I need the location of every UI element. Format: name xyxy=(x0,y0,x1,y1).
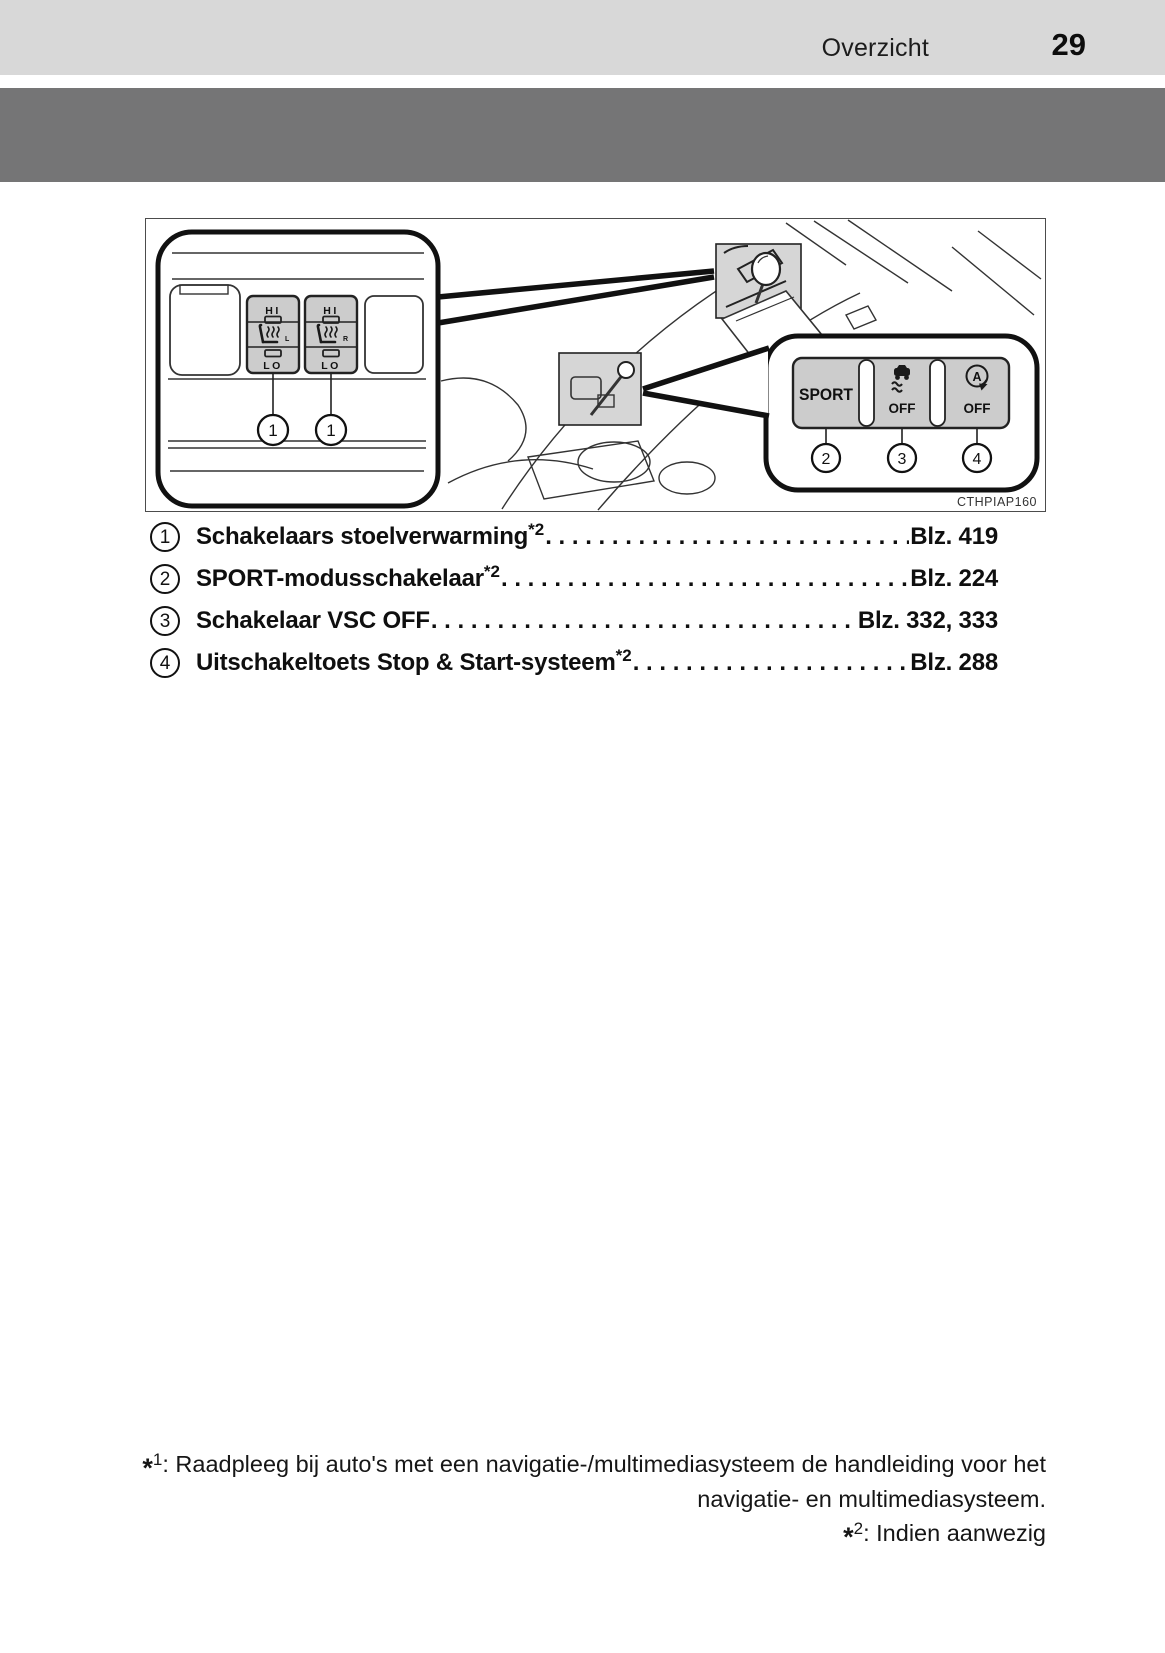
dot-leader: . . . . . . . . . . . . . . . . . . . . … xyxy=(632,649,910,676)
button-strip xyxy=(791,356,1011,430)
item-page-ref: Blz. 419 xyxy=(910,523,998,550)
item-label: SPORT-modusschakelaar*2 xyxy=(196,562,500,593)
seat-right-sub: R xyxy=(343,336,348,343)
header-band xyxy=(0,0,1165,75)
seat-left-sub: L xyxy=(285,336,290,343)
item-label: Schakelaar VSC OFF xyxy=(196,607,430,635)
lo-label: LO xyxy=(263,360,283,372)
item-label-text: Uitschakeltoets Stop & Start-systeem xyxy=(196,649,616,676)
item-number-badge: 4 xyxy=(150,648,180,678)
list-item: 4 Uitschakeltoets Stop & Start-systeem*2… xyxy=(150,642,998,684)
callout-4: 4 xyxy=(973,451,982,468)
stop-start-off-label: OFF xyxy=(964,401,991,416)
callout-1-right: 1 xyxy=(326,421,335,440)
item-label-text: Schakelaars stoelverwarming xyxy=(196,523,529,550)
hi-label: HI xyxy=(323,305,339,317)
dot-leader: . . . . . . . . . . . . . . . . . . . . … xyxy=(430,607,857,634)
list-item: 3 Schakelaar VSC OFF . . . . . . . . . .… xyxy=(150,600,998,642)
asterisk-marker: * xyxy=(843,1522,854,1552)
seat-heater-switch-left: HI L LO xyxy=(245,294,301,375)
footnotes: *1: Raadpleeg bij auto's met een navigat… xyxy=(128,1447,1046,1552)
sport-button-label: SPORT xyxy=(799,386,853,404)
overview-list: 1 Schakelaars stoelverwarming*2 . . . . … xyxy=(150,516,998,684)
footnote-2: *2: Indien aanwezig xyxy=(128,1516,1046,1552)
item-superscript: *2 xyxy=(483,562,500,581)
stop-start-off-button: A OFF xyxy=(964,364,991,416)
button-separator xyxy=(858,359,875,427)
callout-1-left: 1 xyxy=(268,421,277,440)
item-label: Schakelaars stoelverwarming*2 xyxy=(196,520,545,551)
item-superscript: *2 xyxy=(528,520,545,539)
item-number-badge: 1 xyxy=(150,522,180,552)
item-number-badge: 2 xyxy=(150,564,180,594)
footnote-text: : Raadpleeg bij auto's met een navigatie… xyxy=(162,1451,1046,1477)
a-circle-arrow-icon: A xyxy=(965,364,989,391)
seat-heater-switch-right: HI R LO xyxy=(303,294,359,375)
chapter-band xyxy=(0,88,1165,182)
callout-2: 2 xyxy=(822,451,831,468)
hi-label: HI xyxy=(265,305,281,317)
section-title: Overzicht xyxy=(821,34,929,62)
console-figure: HI L LO HI R LO 1 1 xyxy=(145,218,1046,512)
item-superscript: *2 xyxy=(615,646,632,665)
pointer-wedge-upper xyxy=(437,268,715,326)
page-number: 29 xyxy=(1051,27,1086,62)
callout-3: 3 xyxy=(898,451,907,468)
lo-label: LO xyxy=(321,360,341,372)
vsc-off-button: OFF xyxy=(889,365,916,416)
footnote-text: navigatie- en multimediasysteem. xyxy=(697,1486,1046,1512)
button-separator xyxy=(929,359,946,427)
item-number-badge: 3 xyxy=(150,606,180,636)
item-page-ref: Blz. 224 xyxy=(910,565,998,592)
asterisk-marker: * xyxy=(142,1453,153,1483)
footnote-1-line-1: *1: Raadpleeg bij auto's met een navigat… xyxy=(128,1447,1046,1483)
car-skid-icon xyxy=(891,365,910,393)
console-illustration: HI L LO HI R LO 1 1 xyxy=(155,219,1042,511)
footnote-text: : Indien aanwezig xyxy=(863,1520,1046,1546)
highlight-box-lower xyxy=(558,352,642,426)
list-item: 1 Schakelaars stoelverwarming*2 . . . . … xyxy=(150,516,998,558)
dot-leader: . . . . . . . . . . . . . . . . . . . . … xyxy=(545,523,909,550)
drive-mode-callout: SPORT OFF A OFF 2 xyxy=(642,333,1040,493)
item-label-text: Schakelaar VSC OFF xyxy=(196,607,430,634)
vsc-off-label: OFF xyxy=(889,401,916,416)
seat-heater-callout: HI L LO HI R LO 1 1 xyxy=(155,229,441,509)
item-label: Uitschakeltoets Stop & Start-systeem*2 xyxy=(196,646,632,677)
item-page-ref: Blz. 288 xyxy=(910,649,998,676)
pointer-wedge-lower xyxy=(642,345,770,419)
footnote-1-line-2: navigatie- en multimediasysteem. xyxy=(128,1483,1046,1516)
list-item: 2 SPORT-modusschakelaar*2 . . . . . . . … xyxy=(150,558,998,600)
footnote-number: 2 xyxy=(853,1519,864,1538)
dot-leader: . . . . . . . . . . . . . . . . . . . . … xyxy=(501,565,909,592)
item-page-ref: Blz. 332, 333 xyxy=(857,607,998,634)
a-letter: A xyxy=(972,370,981,384)
figure-code: CTHPIAP160 xyxy=(957,495,1037,509)
footnote-number: 1 xyxy=(152,1450,163,1469)
item-label-text: SPORT-modusschakelaar xyxy=(196,565,484,592)
